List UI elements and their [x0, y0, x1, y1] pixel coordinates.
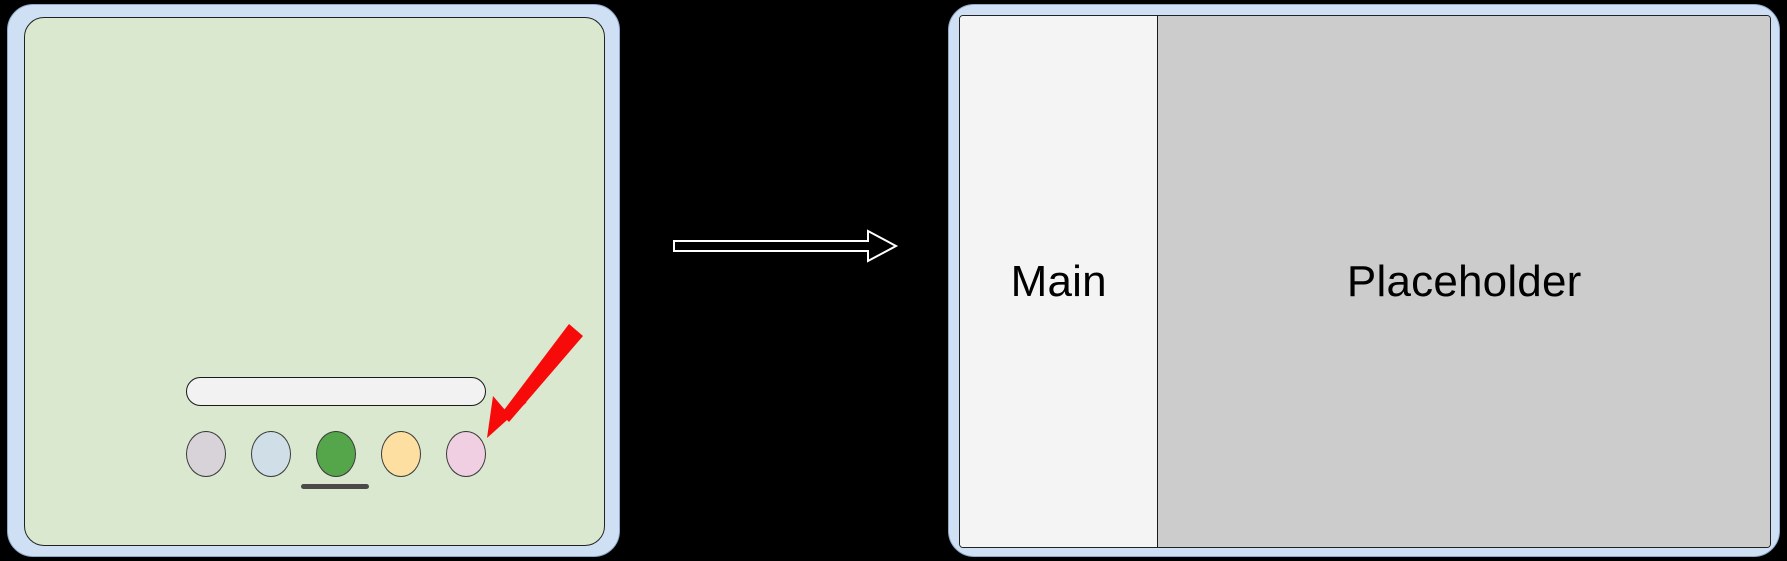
- dock-item-5[interactable]: [446, 430, 486, 477]
- dock-item-3[interactable]: [316, 430, 356, 477]
- dock-item-2[interactable]: [251, 430, 291, 477]
- pane-placeholder[interactable]: Placeholder: [1158, 16, 1770, 547]
- dock-item-4[interactable]: [381, 430, 421, 477]
- tablet-after-screen: Main Placeholder: [959, 15, 1771, 548]
- dock: [186, 430, 486, 477]
- pane-placeholder-label: Placeholder: [1346, 256, 1582, 306]
- red-annotation-arrow-icon: [487, 324, 583, 438]
- tablet-after-frame: Main Placeholder: [948, 4, 1780, 557]
- pane-main[interactable]: Main: [960, 16, 1159, 547]
- home-indicator: [301, 484, 369, 489]
- tablet-before-screen: [24, 17, 605, 546]
- pane-main-label: Main: [1010, 256, 1107, 306]
- transition-right-arrow-icon: [673, 229, 899, 263]
- search-input[interactable]: [186, 377, 486, 406]
- dock-item-1[interactable]: [186, 430, 226, 477]
- tablet-before-frame: [7, 4, 620, 557]
